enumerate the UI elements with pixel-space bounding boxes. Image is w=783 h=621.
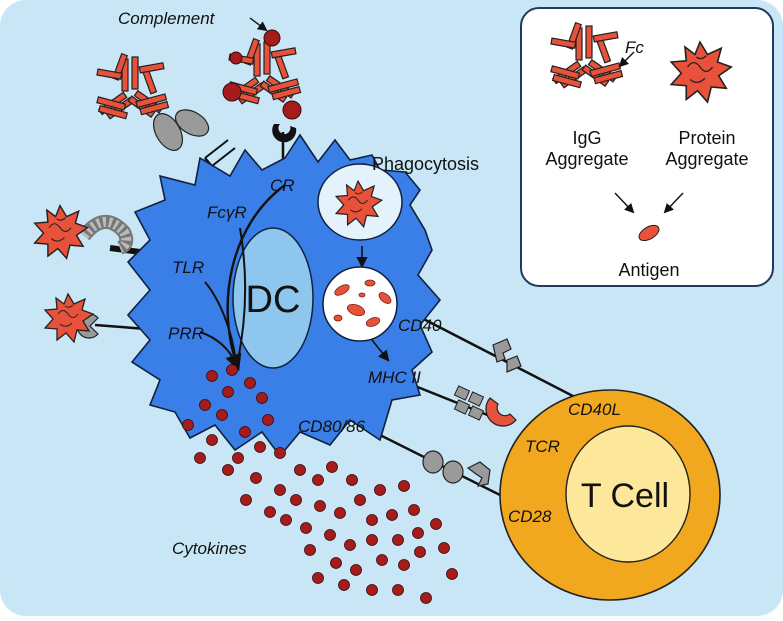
cytokine-dots <box>182 364 458 604</box>
signaling-arrow <box>225 184 286 372</box>
cd80-86-receptor <box>422 450 464 484</box>
cytokine-dot <box>304 544 316 556</box>
lysosome <box>322 266 398 342</box>
cytokine-dot <box>244 377 256 389</box>
cytokine-dot <box>366 514 378 526</box>
cytokine-dot <box>446 568 458 580</box>
cytokine-dot <box>374 484 386 496</box>
tcr-receptor <box>485 397 517 427</box>
cytokine-dot <box>274 484 286 496</box>
cytokine-dot <box>254 441 266 453</box>
phagocytosis-label: Phagocytosis <box>372 154 479 174</box>
cd80-86-label: CD80/86 <box>298 417 366 436</box>
cytokine-dot <box>222 386 234 398</box>
cytokine-dot <box>239 426 251 438</box>
cytokine-dot <box>350 564 362 576</box>
cytokine-dot <box>366 584 378 596</box>
cytokine-dot <box>274 447 286 459</box>
cytokine-dot <box>232 452 244 464</box>
cytokine-dot <box>226 364 238 376</box>
cytokine-dot <box>392 534 404 546</box>
legend-antigen-label: Antigen <box>618 260 679 280</box>
cd28-label: CD28 <box>508 507 552 526</box>
cytokine-dot <box>194 452 206 464</box>
cytokine-dot <box>330 557 342 569</box>
cytokine-dot <box>376 554 388 566</box>
antigen-icon <box>638 224 660 242</box>
cytokine-dot <box>199 399 211 411</box>
cytokine-dot <box>414 546 426 558</box>
cytokine-dot <box>312 572 324 584</box>
cytokine-dot <box>326 461 338 473</box>
cd40l-label: CD40L <box>568 400 621 419</box>
tlr-receptor <box>78 215 134 255</box>
cytokine-dot <box>408 504 420 516</box>
fcgr-label: FcγR <box>207 203 247 222</box>
prr-label: PRR <box>168 324 204 343</box>
cytokine-dot <box>314 500 326 512</box>
cytokine-dot <box>346 474 358 486</box>
cytokine-dot <box>386 509 398 521</box>
cytokine-dot <box>206 434 218 446</box>
cd40-label: CD40 <box>398 316 442 335</box>
cytokine-dot <box>412 527 424 539</box>
mhc-ii-label: MHC II <box>368 368 421 387</box>
dc-label: DC <box>246 279 301 321</box>
cytokine-dot <box>250 472 262 484</box>
cytokine-dot <box>438 542 450 554</box>
cytokine-dot <box>392 584 404 596</box>
complement-receptor <box>272 124 297 143</box>
legend-box: Fc IgG Aggregate Protein Aggregate Antig… <box>520 7 774 287</box>
legend-igg-line2: Aggregate <box>545 149 628 169</box>
cytokine-dot <box>344 539 356 551</box>
cytokine-dot <box>334 507 346 519</box>
cytokines-label: Cytokines <box>172 539 247 558</box>
cytokine-dot <box>430 518 442 530</box>
cytokine-dot <box>262 414 274 426</box>
cd40-receptor <box>492 338 522 373</box>
tcr-label: TCR <box>525 437 560 456</box>
cytokine-dot <box>420 592 432 604</box>
cytokine-dot <box>290 494 302 506</box>
legend-protein-line2: Aggregate <box>665 149 748 169</box>
cytokine-dot <box>354 494 366 506</box>
cd28-receptor <box>466 461 491 487</box>
tlr-label: TLR <box>172 258 204 277</box>
legend-fc-label: Fc <box>625 38 644 57</box>
cytokine-dot <box>294 464 306 476</box>
complement-proteins <box>222 29 302 120</box>
cytokine-dot <box>398 480 410 492</box>
cytokine-dot <box>240 494 252 506</box>
t-cell: T Cell <box>499 389 721 601</box>
legend-igg-line1: IgG <box>572 128 601 148</box>
fcgr-receptor <box>152 109 236 167</box>
mhc-ii-receptor <box>453 385 485 421</box>
cytokine-dot <box>338 579 350 591</box>
cytokine-dot <box>366 534 378 546</box>
cytokine-dot <box>300 522 312 534</box>
cytokine-dot <box>280 514 292 526</box>
cytokine-dot <box>222 464 234 476</box>
cytokine-dot <box>264 506 276 518</box>
cytokine-dot <box>312 474 324 486</box>
cytokine-dot <box>206 370 218 382</box>
cytokine-dot <box>398 559 410 571</box>
dc-nucleus <box>232 227 314 369</box>
cr-label: CR <box>270 176 295 195</box>
complement-label: Complement <box>118 9 216 28</box>
cytokine-dot <box>182 419 194 431</box>
cytokine-dot <box>256 392 268 404</box>
t-cell-label: T Cell <box>581 477 669 515</box>
cytokine-dot <box>324 529 336 541</box>
legend-protein-line1: Protein <box>678 128 735 148</box>
cytokine-dot <box>216 409 228 421</box>
